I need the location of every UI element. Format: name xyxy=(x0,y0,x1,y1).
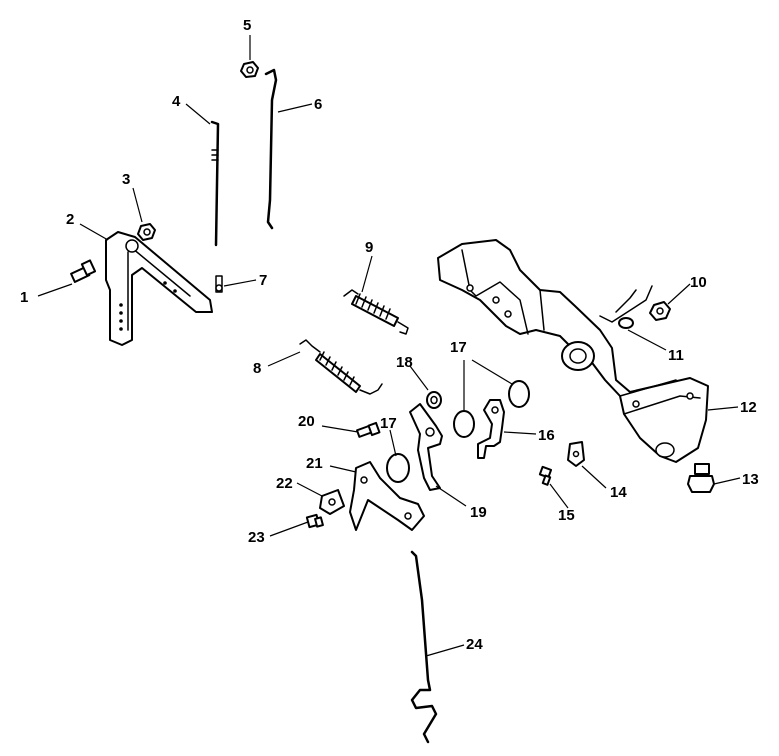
callout-8: 8 xyxy=(253,360,261,377)
callout-14: 14 xyxy=(610,484,627,501)
callout-24: 24 xyxy=(466,636,483,653)
callout-16: 16 xyxy=(538,427,555,444)
part-4-link-rod xyxy=(210,120,220,247)
callout-13: 13 xyxy=(742,471,759,488)
part-19-lever xyxy=(409,403,443,491)
callout-15: 15 xyxy=(558,507,575,524)
callout-23: 23 xyxy=(248,529,265,546)
part-8-spring xyxy=(299,339,383,395)
callout-17-lower: 17 xyxy=(380,415,397,432)
callout-1: 1 xyxy=(20,289,28,306)
part-5-nut xyxy=(240,61,259,78)
part-16-governor-arm xyxy=(477,399,505,459)
callout-7: 7 xyxy=(259,272,267,289)
part-7-clip xyxy=(215,275,223,293)
callout-9: 9 xyxy=(365,239,373,256)
callout-2: 2 xyxy=(66,211,74,228)
part-14-clip xyxy=(567,441,585,467)
part-21-speed-bracket xyxy=(349,461,425,531)
part-23-screw xyxy=(305,513,324,529)
part-9-governor-spring xyxy=(343,289,409,335)
part-20-screw xyxy=(355,421,381,438)
part-24-control-rod xyxy=(410,550,438,744)
part-17-washers-upper xyxy=(453,380,530,438)
part-18-nut xyxy=(426,391,442,409)
callout-numbers: 1 2 3 4 5 6 7 8 9 10 11 12 13 14 15 16 1… xyxy=(20,17,759,653)
callout-6: 6 xyxy=(314,96,322,113)
callout-18: 18 xyxy=(396,354,413,371)
part-13-bolt xyxy=(687,463,715,493)
callout-4: 4 xyxy=(172,93,181,110)
part-15-screw xyxy=(538,465,553,486)
part-22-washer-plate xyxy=(319,489,345,515)
callout-3: 3 xyxy=(122,171,130,188)
leader-lines xyxy=(37,35,741,657)
part-6-throttle-rod xyxy=(264,68,278,230)
part-11-washer xyxy=(599,285,653,329)
part-10-nut xyxy=(649,301,671,321)
part-1-screw xyxy=(70,259,97,283)
part-17-washer-lower xyxy=(386,453,410,483)
callout-19: 19 xyxy=(470,504,487,521)
callout-12: 12 xyxy=(740,399,757,416)
part-2-control-bracket xyxy=(105,231,213,346)
callout-21: 21 xyxy=(306,455,323,472)
callout-10: 10 xyxy=(690,274,707,291)
callout-17-upper: 17 xyxy=(450,339,467,356)
callout-11: 11 xyxy=(668,347,684,364)
part-12-mounting-bracket xyxy=(437,239,709,463)
callout-5: 5 xyxy=(243,17,251,34)
callout-22: 22 xyxy=(276,475,293,492)
callout-20: 20 xyxy=(298,413,315,430)
part-3-nut xyxy=(137,223,156,241)
